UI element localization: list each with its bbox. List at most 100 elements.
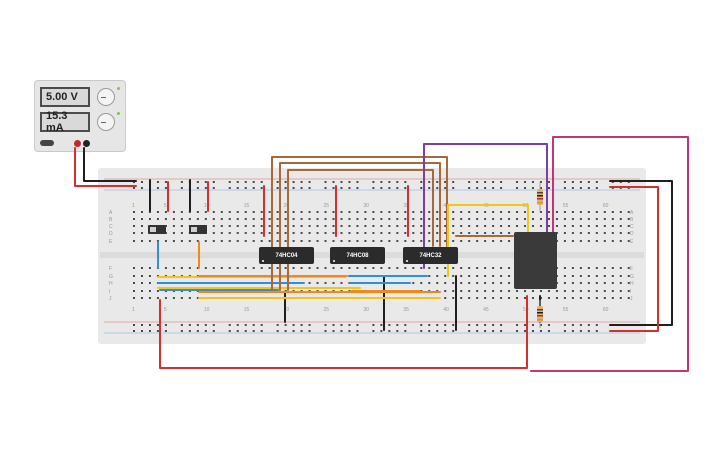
- terminal-hole: [388, 225, 391, 227]
- rail-hole: [340, 187, 343, 189]
- column-number: 50: [523, 307, 529, 313]
- terminal-hole: [260, 232, 263, 234]
- rail-hole: [324, 181, 327, 183]
- rail-hole: [348, 181, 351, 183]
- terminal-hole: [356, 218, 359, 220]
- terminal-hole: [627, 290, 630, 292]
- rail-hole: [140, 181, 143, 183]
- row-letter: G: [109, 274, 113, 280]
- terminal-hole: [180, 297, 183, 299]
- terminal-hole: [571, 297, 574, 299]
- voltage-knob[interactable]: [97, 88, 115, 106]
- terminal-hole: [603, 275, 606, 277]
- terminal-hole: [284, 218, 287, 220]
- rail-hole: [133, 330, 135, 332]
- terminal-hole: [228, 211, 231, 213]
- terminal-hole: [260, 240, 263, 242]
- terminal-hole: [619, 232, 622, 234]
- terminal-hole: [452, 211, 455, 213]
- rail-hole: [300, 187, 303, 189]
- terminal-hole: [571, 275, 574, 277]
- rail-hole: [468, 181, 471, 183]
- terminal-hole: [611, 297, 614, 299]
- negative-terminal[interactable]: [83, 140, 90, 147]
- terminal-hole: [404, 218, 407, 220]
- terminal-hole: [492, 275, 495, 277]
- terminal-hole: [595, 225, 598, 227]
- terminal-hole: [316, 225, 319, 227]
- rail-hole: [356, 324, 359, 326]
- terminal-hole: [436, 275, 439, 277]
- power-switch[interactable]: [40, 140, 54, 146]
- positive-terminal[interactable]: [74, 140, 81, 147]
- terminal-hole: [539, 218, 542, 220]
- terminal-hole: [420, 267, 423, 269]
- wires[interactable]: [74, 136, 689, 372]
- terminal-hole: [500, 211, 503, 213]
- terminal-hole: [332, 232, 335, 234]
- terminal-hole: [452, 297, 455, 299]
- terminal-hole: [332, 211, 335, 213]
- terminal-hole: [148, 267, 151, 269]
- terminal-hole: [180, 267, 183, 269]
- terminal-hole: [276, 225, 279, 227]
- rail-hole: [547, 324, 550, 326]
- terminal-hole: [156, 218, 159, 220]
- resistors[interactable]: [537, 182, 543, 328]
- terminal-hole: [500, 290, 503, 292]
- terminal-hole: [516, 218, 519, 220]
- column-number: 35: [403, 203, 409, 209]
- ic-74hc04[interactable]: 74HC04: [259, 247, 314, 264]
- terminal-hole: [563, 232, 566, 234]
- terminal-hole: [484, 282, 487, 284]
- terminal-hole: [276, 240, 279, 242]
- terminal-hole: [164, 297, 167, 299]
- terminal-hole: [468, 240, 471, 242]
- terminal-hole: [444, 225, 447, 227]
- rail-hole: [388, 324, 391, 326]
- rail-hole: [380, 187, 383, 189]
- terminal-hole: [484, 211, 487, 213]
- ic-74hc32[interactable]: 74HC32: [403, 247, 458, 264]
- rail-hole: [380, 181, 383, 183]
- resistor-top-band: [537, 202, 543, 204]
- terminal-hole: [444, 211, 447, 213]
- rail-hole: [156, 324, 159, 326]
- terminal-hole: [428, 282, 431, 284]
- terminal-hole: [571, 218, 574, 220]
- terminal-hole: [188, 267, 191, 269]
- terminal-hole: [133, 275, 135, 277]
- terminal-hole: [140, 297, 143, 299]
- terminal-hole: [220, 211, 223, 213]
- terminal-hole: [516, 225, 519, 227]
- slide-switch-2[interactable]: [189, 225, 207, 234]
- terminal-hole: [188, 211, 191, 213]
- rail-hole: [348, 187, 351, 189]
- power-supply[interactable]: 5.00 V 15.3 mA: [34, 80, 126, 152]
- terminal-hole: [587, 282, 590, 284]
- rail-hole: [284, 324, 287, 326]
- slide-switch-1[interactable]: [148, 225, 166, 234]
- ic-74hc08[interactable]: 74HC08: [330, 247, 385, 264]
- current-knob[interactable]: [97, 113, 115, 131]
- terminal-hole: [587, 232, 590, 234]
- terminal-hole: [476, 282, 479, 284]
- terminal-hole: [420, 232, 423, 234]
- terminal-hole: [595, 267, 598, 269]
- rail-hole: [252, 330, 255, 332]
- terminal-hole: [244, 211, 247, 213]
- terminal-hole: [460, 275, 463, 277]
- terminal-hole: [492, 211, 495, 213]
- terminal-hole: [603, 232, 606, 234]
- terminal-hole: [180, 211, 183, 213]
- terminal-hole: [484, 232, 487, 234]
- rail-hole: [236, 187, 239, 189]
- terminal-hole: [244, 232, 247, 234]
- rail-hole: [140, 187, 143, 189]
- terminal-hole: [236, 267, 239, 269]
- terminal-hole: [579, 290, 582, 292]
- terminal-hole: [476, 297, 479, 299]
- seven-segment-display[interactable]: [514, 232, 557, 289]
- terminal-hole: [236, 218, 239, 220]
